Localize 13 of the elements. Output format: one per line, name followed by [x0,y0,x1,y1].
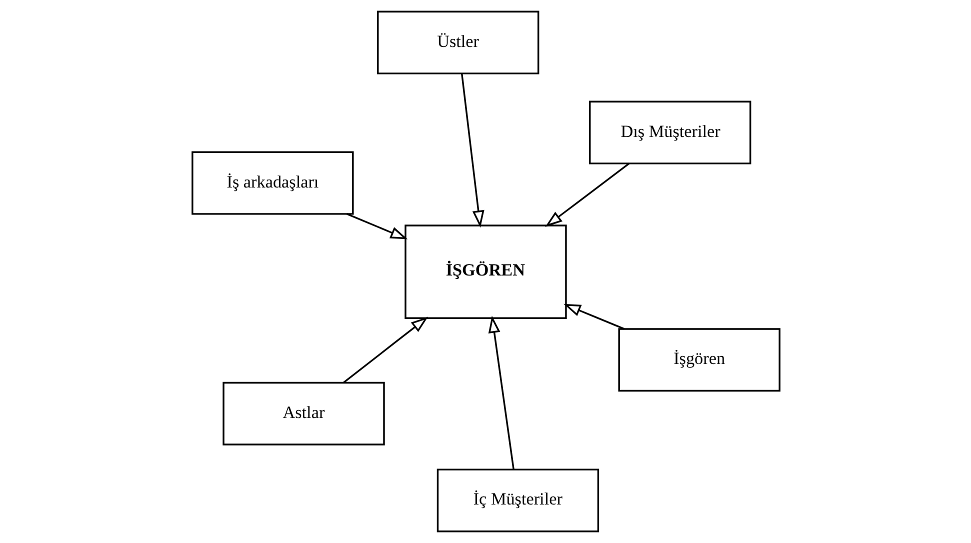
node-box: İşgören [618,328,780,392]
node-box: Astlar [222,382,384,446]
arrow [346,213,408,240]
node-box: İç Müşteriler [436,468,599,532]
arrow [342,316,428,384]
arrow [460,73,484,228]
node-box: İş arkadaşları [191,151,354,215]
node-box: İŞGÖREN [404,224,566,320]
arrow [488,316,514,470]
node-box: Üstler [376,10,539,74]
arrow [563,304,624,330]
arrow [544,162,630,227]
node-box: Dış Müşteriler [588,100,751,164]
